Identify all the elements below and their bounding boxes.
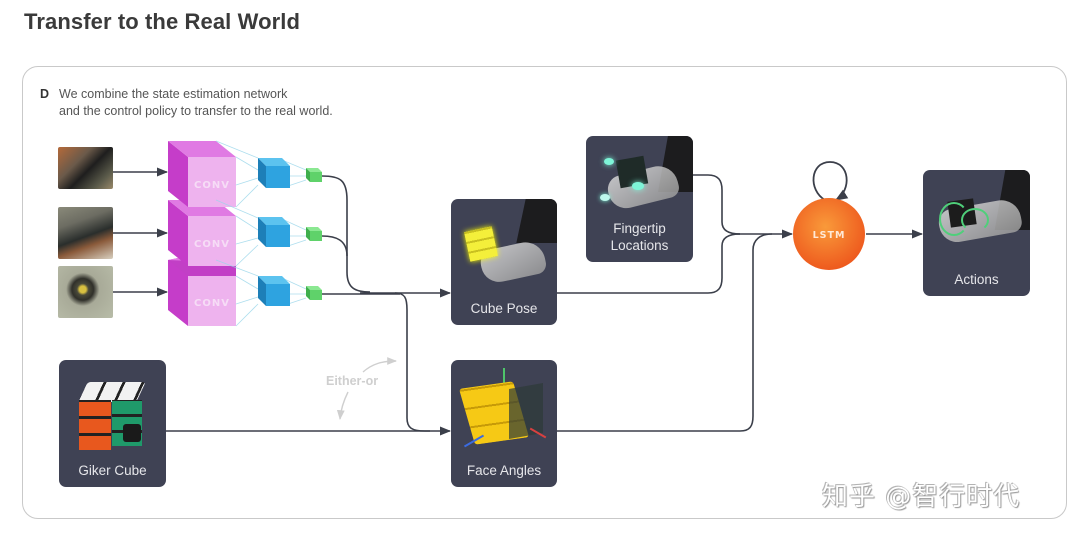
figure-caption: D We combine the state estimation networ… xyxy=(40,86,333,120)
feature-block-3 xyxy=(258,276,290,306)
camera-image-2 xyxy=(58,207,113,259)
axis-icon xyxy=(503,368,505,388)
either-or-arrow-up xyxy=(362,357,397,373)
robot-hand-icon xyxy=(516,199,557,243)
cube-pose-label: Cube Pose xyxy=(470,301,538,316)
feature-block-2 xyxy=(258,217,290,247)
caption-line-1: We combine the state estimation network xyxy=(59,87,288,101)
cube-pose-card: Cube Pose xyxy=(451,199,557,325)
edge-face-angles-to-lstm xyxy=(557,233,773,432)
dark-cube-icon xyxy=(509,383,543,439)
rubiks-cube-icon xyxy=(78,376,146,454)
fingertip-label-line-1: Fingertip xyxy=(613,221,666,236)
fingertip-label-line-2: Locations xyxy=(610,238,669,253)
edge-to-face-angles-from-conv xyxy=(394,292,452,436)
rotation-arrow-icon xyxy=(939,202,969,236)
giker-cube-card: Giker Cube xyxy=(59,360,166,487)
output-block-2 xyxy=(306,227,322,241)
lstm-label: LSTM xyxy=(813,230,846,241)
page-title: Transfer to the Real World xyxy=(24,9,301,34)
lstm-node: LSTM xyxy=(793,198,865,270)
fingertip-locations-card: Fingertip Locations xyxy=(586,136,693,262)
fingertip-marker xyxy=(600,194,610,201)
camera-image-1 xyxy=(58,147,113,189)
conv-label-2: CONV xyxy=(194,239,230,250)
conv-label-3: CONV xyxy=(194,298,230,309)
edge-cube-pose-to-lstm xyxy=(557,233,741,294)
actions-label: Actions xyxy=(954,272,999,287)
face-angles-label: Face Angles xyxy=(466,463,542,478)
output-block-3 xyxy=(306,286,322,300)
caption-line-2: and the control policy to transfer to th… xyxy=(59,104,333,118)
either-or-arrow-down xyxy=(336,391,349,420)
conv-label-1: CONV xyxy=(194,180,230,191)
face-angles-card: Face Angles xyxy=(451,360,557,487)
edge-fingertip-to-lstm xyxy=(693,174,741,235)
giker-cube-label: Giker Cube xyxy=(78,463,147,478)
rotation-arrow-icon xyxy=(961,208,989,232)
watermark: 知乎 @智行时代 xyxy=(822,482,1021,512)
actions-card: Actions xyxy=(923,170,1030,296)
fingertip-marker xyxy=(632,182,644,190)
lstm-recurrent-loop xyxy=(812,161,849,201)
either-or-label: Either-or xyxy=(326,374,379,388)
panel-letter: D xyxy=(40,87,50,101)
camera-image-3 xyxy=(58,266,113,318)
conv-feature-connections xyxy=(215,140,307,327)
output-block-1 xyxy=(306,168,322,182)
yellow-cube-icon xyxy=(464,226,498,262)
conv-block-2: CONV xyxy=(168,200,236,266)
conv-block-1: CONV xyxy=(168,141,236,207)
merge-edges xyxy=(321,175,400,295)
fingertip-marker xyxy=(604,158,614,165)
fingertip-locations-label: Fingertip Locations xyxy=(586,220,693,254)
feature-block-1 xyxy=(258,158,290,188)
conv-block-3: CONV xyxy=(168,256,236,326)
